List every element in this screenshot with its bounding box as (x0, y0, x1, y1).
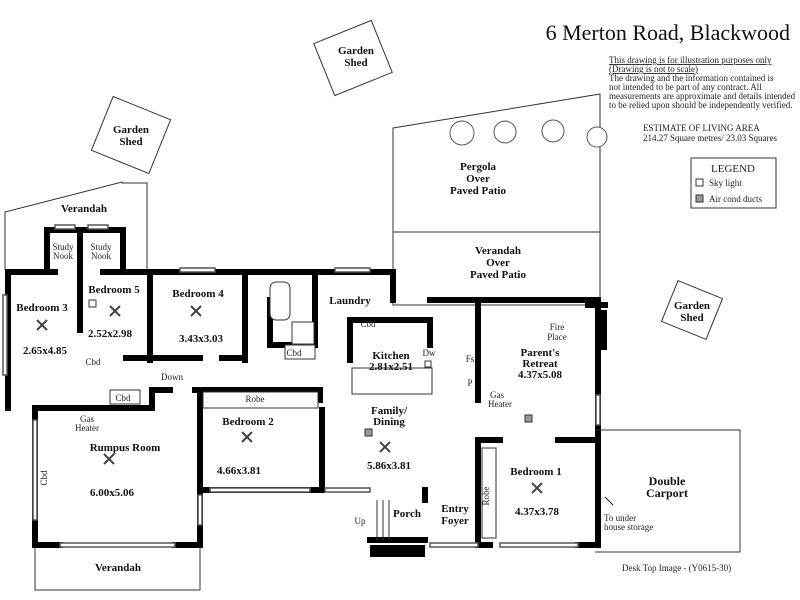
parents-retreat-size: 4.37x5.08 (518, 369, 563, 381)
garden-shed-right: Garden Shed (660, 279, 724, 341)
bedroom4-size: 3.43x3.03 (179, 333, 224, 345)
parents-retreat-label: Parent's (521, 347, 561, 359)
skylight-icon (88, 299, 97, 308)
laundry-label: Laundry (329, 295, 371, 307)
family-size: 5.86x3.81 (367, 460, 411, 472)
study-nook-label: Study (52, 242, 74, 252)
bedroom5-label: Bedroom 5 (88, 284, 140, 296)
family-label: Family/ (371, 405, 408, 417)
fixture-labels: Cbd Cbd Cbd Cbd Cbd Robe Robe Down Up Dw… (39, 319, 653, 532)
svg-text:To under: To under (604, 513, 636, 523)
svg-text:Gas: Gas (80, 414, 94, 424)
verandah-bottom-label: Verandah (95, 562, 141, 574)
carport-label: Carport (646, 486, 688, 500)
svg-text:Garden: Garden (338, 45, 374, 57)
windows (2, 224, 601, 548)
bedroom2-size: 4.66x3.81 (217, 465, 261, 477)
garden-shed-left: Garden Shed (90, 95, 172, 175)
air-duct-icons (364, 360, 533, 437)
garden-shed-top: Garden Shed (313, 19, 393, 97)
svg-text:Fs: Fs (466, 354, 475, 364)
family-label: Dining (373, 416, 405, 428)
property-title: 6 Merton Road, Blackwood (546, 20, 790, 45)
bedroom3-size: 2.65x4.85 (23, 345, 68, 357)
study-nook-label: Nook (53, 251, 73, 261)
room-labels: Study Nook Study Nook Bedroom 3 2.65x4.8… (16, 242, 688, 591)
svg-text:Shed: Shed (680, 312, 703, 324)
svg-text:Place: Place (547, 332, 567, 342)
svg-text:house storage: house storage (604, 522, 653, 532)
svg-text:Garden: Garden (674, 300, 710, 312)
legend: LEGEND Sky light Air cond ducts (690, 157, 777, 209)
air-duct-icon (695, 194, 704, 203)
carport-label: Double (649, 474, 686, 488)
verandah-left-outline (4, 181, 148, 270)
kitchen-island (351, 367, 433, 395)
svg-text:Cbd: Cbd (360, 319, 376, 329)
legend-item: Air cond ducts (709, 194, 762, 204)
svg-text:Fire: Fire (550, 322, 565, 332)
parents-retreat-label: Retreat (522, 358, 558, 370)
entry-label: Foyer (441, 515, 469, 527)
verandah-patio-label: Over (486, 257, 510, 269)
disclaimer-line: This drawing is for illustration purpose… (609, 55, 772, 65)
disclaimer-line: (Drawing is not to scale) (609, 64, 698, 74)
svg-text:Cbd: Cbd (39, 470, 49, 486)
svg-text:Robe: Robe (481, 486, 491, 505)
verandah-patio-label: Verandah (475, 245, 521, 257)
svg-text:Dw: Dw (423, 348, 436, 358)
rumpus-label: Rumpus Room (90, 442, 161, 454)
skylight-icon (695, 178, 704, 187)
shower-icon (291, 321, 315, 345)
disclaimer-line: not intended to be part of any contract.… (609, 82, 762, 92)
footer-reference: Desk Top Image - (Y0615-30) (622, 563, 731, 573)
porch-label: Porch (393, 508, 421, 520)
svg-text:Cbd: Cbd (85, 357, 101, 367)
legend-item: Sky light (709, 178, 742, 188)
bedroom1-size: 4.37x3.78 (515, 506, 560, 518)
tree-icons (449, 119, 608, 148)
verandah-label: Verandah (61, 203, 107, 215)
bedroom2-label: Bedroom 2 (222, 416, 274, 428)
study-nook-label: Nook (91, 251, 111, 261)
kitchen-size: 2.81x2.51 (369, 361, 413, 373)
kitchen-label: Kitchen (372, 350, 409, 362)
svg-text:Up: Up (355, 516, 366, 526)
svg-text:Shed: Shed (344, 57, 367, 69)
svg-text:P: P (467, 378, 472, 388)
rumpus-size: 6.00x5.06 (90, 487, 135, 499)
legend-title: LEGEND (711, 163, 755, 175)
pergola-label: Paved Patio (450, 185, 506, 197)
study-nook-label: Study (90, 242, 112, 252)
pergola-label: Over (466, 173, 490, 185)
svg-text:Heater: Heater (488, 399, 512, 409)
bedroom4-label: Bedroom 4 (172, 288, 224, 300)
bedroom5-size: 2.52x2.98 (88, 328, 133, 340)
bedroom1-label: Bedroom 1 (510, 466, 561, 478)
disclaimer-line: The drawing and the information containe… (609, 73, 774, 83)
living-area-heading: ESTIMATE OF LIVING AREA (643, 123, 760, 133)
svg-text:Cbd: Cbd (115, 393, 131, 403)
svg-text:Gas: Gas (490, 390, 504, 400)
svg-text:Robe: Robe (246, 394, 265, 404)
svg-text:Garden: Garden (113, 124, 149, 136)
bath-icon (269, 281, 291, 321)
svg-text:Shed: Shed (119, 136, 142, 148)
verandah-patio-label: Paved Patio (470, 269, 526, 281)
carport-outline (595, 429, 741, 553)
ceiling-fan-icons (36, 305, 543, 494)
svg-text:Cbd: Cbd (286, 348, 302, 358)
svg-text:Heater: Heater (75, 423, 99, 433)
bedroom3-label: Bedroom 3 (16, 302, 68, 314)
disclaimer-line: to be relied upon should be independentl… (609, 100, 792, 110)
pergola-label: Pergola (460, 161, 497, 173)
disclaimer-line: measurements are approximate and details… (609, 91, 796, 101)
svg-text:Down: Down (161, 372, 183, 382)
entry-label: Entry (441, 503, 469, 515)
disclaimer: This drawing is for illustration purpose… (609, 55, 796, 110)
living-area-value: 214.27 Square metres/ 23.03 Squares (643, 133, 777, 143)
